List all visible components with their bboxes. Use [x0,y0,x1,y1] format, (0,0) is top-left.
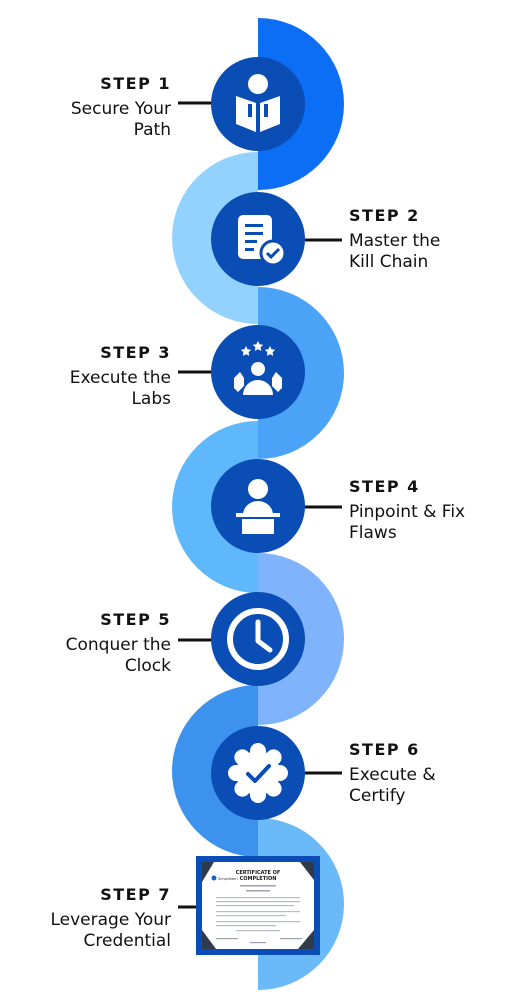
step-description-line: Flaws [349,523,397,543]
step-description-line: Execute the [69,368,171,388]
step-title: STEP 1 [100,74,171,93]
podium-icon [236,479,280,534]
step-description-line: Clock [124,656,171,676]
team-gear-icon [234,341,282,395]
clock-icon [227,608,289,670]
step-description: Leverage Your Credential [50,910,171,952]
reader-icon [236,74,280,132]
step-title: STEP 4 [349,477,420,496]
certificate-icon: Simplilearn CERTIFICATE OF COMPLETION [196,856,320,955]
svg-text:CERTIFICATE OF: CERTIFICATE OF [236,870,281,876]
step-description: Conquer the Clock [66,635,171,677]
step-description-line: Secure Your [70,99,171,119]
step-title: STEP 7 [100,885,171,904]
step-description-line: Path [133,120,171,140]
badge-check-icon [228,743,288,803]
connectors [178,101,342,909]
step-description: Pinpoint & Fix Flaws [349,502,465,544]
step-description-line: Leverage Your [50,910,171,930]
step-description-line: Execute & [349,765,436,785]
step-circle-1 [211,57,305,151]
step-title: STEP 2 [349,206,420,225]
step-title: STEP 6 [349,740,420,759]
step-description-line: Pinpoint & Fix [349,502,466,522]
cert-brand: Simplilearn [218,877,238,881]
step-description-line: Certify [349,786,406,806]
step-description: Execute the Labs [70,368,171,410]
step-description-line: Labs [131,389,171,409]
step-title: STEP 3 [100,343,171,362]
step-description-line: Credential [83,931,172,951]
step-title: STEP 5 [100,610,171,629]
step-description: Master the Kill Chain [349,231,440,273]
step-description-line: Kill Chain [349,252,429,272]
step-description: Secure Your Path [71,99,171,141]
checklist-icon [238,215,287,267]
svg-text:COMPLETION: COMPLETION [240,876,277,882]
step-description-line: Conquer the [65,635,171,655]
step-description: Execute & Certify [349,765,436,807]
step-description-line: Master the [349,231,441,251]
